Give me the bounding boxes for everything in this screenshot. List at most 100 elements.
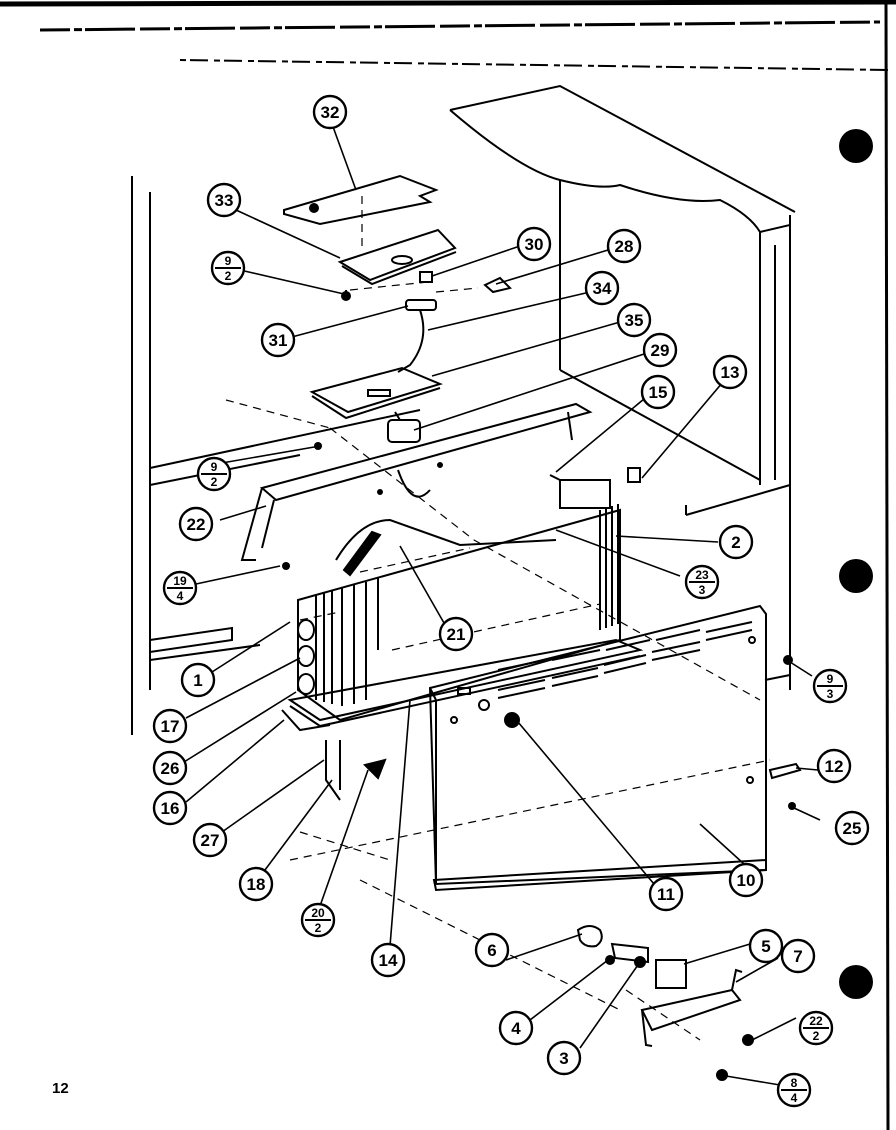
callout-circle: [640, 374, 676, 410]
drain-tube: [325, 740, 387, 801]
callout-2: 2: [718, 524, 754, 560]
callout-5: 5: [748, 928, 784, 964]
hinge: [768, 762, 802, 780]
callout-label: 33: [215, 191, 234, 210]
callout-label: 1: [193, 671, 202, 690]
callout-circle: [748, 928, 784, 964]
fraction-top: 20: [311, 906, 325, 920]
control-housing: [309, 366, 443, 420]
callout-circle: [178, 506, 214, 542]
callout-circle: [312, 94, 348, 130]
callout-label: 10: [737, 871, 756, 890]
fraction-callout-9-3: 93: [812, 668, 848, 704]
evaporator-coil: [297, 467, 641, 722]
fraction-callout-20-2: 202: [300, 902, 336, 938]
light-socket-bracket: [337, 228, 457, 301]
fraction-bottom: 3: [827, 687, 834, 701]
callout-27: 27: [192, 822, 228, 858]
fraction-callout-9-2-top: 92: [210, 250, 246, 286]
callout-label: 5: [761, 937, 770, 956]
callout-label: 15: [649, 383, 668, 402]
fan-assembly: [576, 925, 754, 1081]
page-number: 12: [52, 1080, 69, 1097]
callout-label: 25: [843, 819, 862, 838]
callout-label: 14: [379, 951, 398, 970]
callout-label: 30: [525, 235, 544, 254]
fraction-callout-22-2: 222: [798, 1010, 834, 1046]
callout-circle: [780, 938, 816, 974]
grommet: [504, 712, 520, 728]
callout-circle: [192, 822, 228, 858]
callout-circle: [498, 1010, 534, 1046]
callout-22: 22: [178, 506, 214, 542]
callout-circle: [180, 662, 216, 698]
callout-label: 16: [161, 799, 180, 818]
binder-hole: [839, 559, 873, 593]
callout-11: 11: [648, 876, 684, 912]
callout-17: 17: [152, 708, 188, 744]
callout-label: 28: [615, 237, 634, 256]
callout-circle: [642, 332, 678, 368]
evaporator-bracket: [240, 402, 593, 561]
callout-label: 22: [187, 515, 206, 534]
cabinet-outline: [131, 84, 796, 735]
callout-35: 35: [616, 302, 652, 338]
front-panel: [428, 604, 767, 892]
callout-30: 30: [516, 226, 552, 262]
fraction-top: 9: [827, 672, 834, 686]
callout-label: 26: [161, 759, 180, 778]
fraction-top: 22: [809, 1014, 823, 1028]
callout-label: 13: [721, 363, 740, 382]
callout-circle: [834, 810, 870, 846]
callout-circle: [370, 942, 406, 978]
callout-circle: [648, 876, 684, 912]
fraction-bottom: 2: [813, 1029, 820, 1043]
callout-7: 7: [780, 938, 816, 974]
callout-label: 18: [247, 875, 266, 894]
fraction-bottom: 3: [699, 583, 706, 597]
fraction-bottom: 2: [315, 921, 322, 935]
fraction-top: 8: [791, 1076, 798, 1090]
callout-circle: [206, 182, 242, 218]
socket-and-bulb: [397, 271, 512, 373]
callout-label: 34: [593, 279, 612, 298]
callout-circle: [516, 226, 552, 262]
callout-circle: [616, 302, 652, 338]
fraction-top: 23: [695, 568, 709, 582]
light-shield: [283, 174, 439, 226]
callout-circle: [712, 354, 748, 390]
callout-32: 32: [312, 94, 348, 130]
fraction-top: 9: [225, 254, 232, 268]
callout-4: 4: [498, 1010, 534, 1046]
callout-25: 25: [834, 810, 870, 846]
callout-circle: [238, 866, 274, 902]
callout-21: 21: [438, 616, 474, 652]
leader-lines: [183, 123, 821, 1086]
callout-label: 6: [487, 941, 496, 960]
callout-label: 3: [559, 1049, 568, 1068]
callout-circle: [728, 862, 764, 898]
callout-circle: [816, 748, 852, 784]
callout-16: 16: [152, 790, 188, 826]
callout-label: 2: [731, 533, 740, 552]
callout-label: 32: [321, 103, 340, 122]
callout-29: 29: [642, 332, 678, 368]
fraction-callout-19-4: 194: [162, 570, 198, 606]
callout-12: 12: [816, 748, 852, 784]
callout-34: 34: [584, 270, 620, 306]
fraction-top: 19: [173, 574, 187, 588]
screw: [282, 562, 290, 570]
drain-trough: [281, 638, 644, 732]
fraction-bottom: 2: [225, 269, 232, 283]
callout-13: 13: [712, 354, 748, 390]
callout-31: 31: [260, 322, 296, 358]
callout-label: 21: [447, 625, 466, 644]
callout-circle: [584, 270, 620, 306]
fraction-callout-9-2-mid: 92: [196, 456, 232, 492]
callout-1: 1: [180, 662, 216, 698]
fraction-callout-8-4: 84: [776, 1072, 812, 1108]
fraction-top: 9: [211, 460, 218, 474]
callout-28: 28: [606, 228, 642, 264]
callout-3: 3: [546, 1040, 582, 1076]
fraction-bottom: 2: [211, 475, 218, 489]
